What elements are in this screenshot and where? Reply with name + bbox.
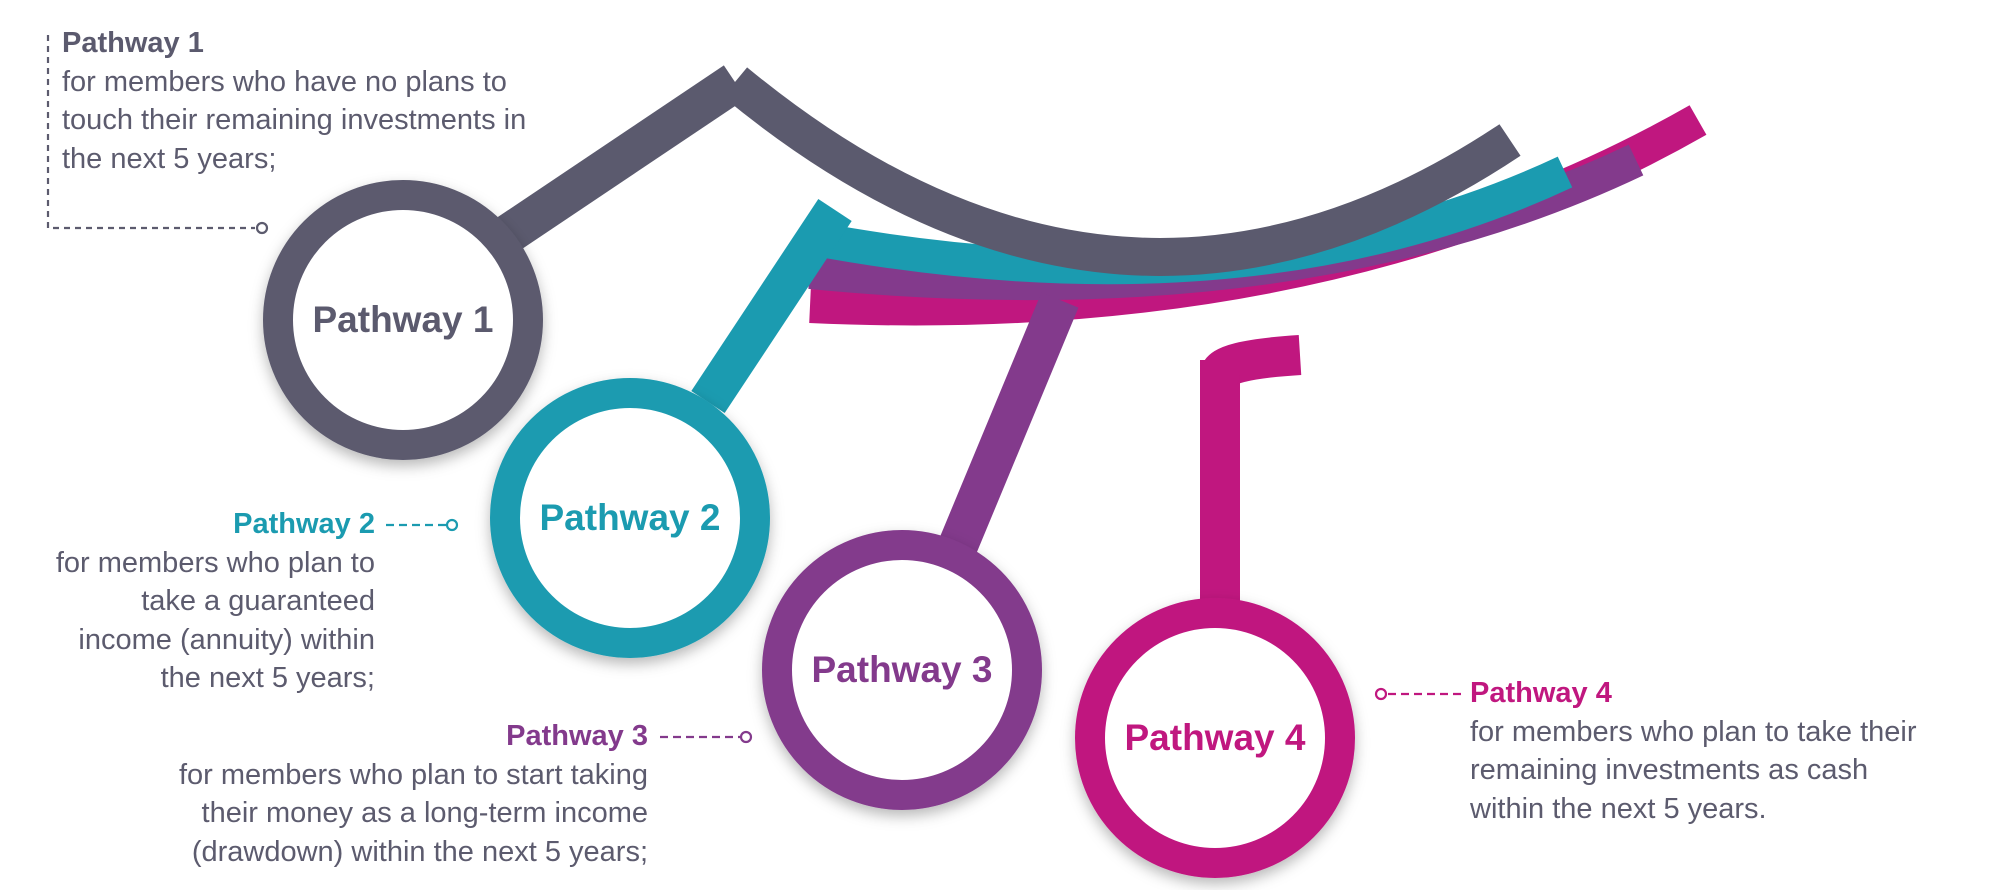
description-pathway-3-body: for members who plan to start taking the…	[178, 758, 648, 868]
circle-pathway-2-label: Pathway 2	[540, 497, 721, 538]
circle-pathway-3: Pathway 3	[762, 530, 1042, 810]
description-pathway-3-title: Pathway 3	[506, 720, 648, 752]
leader-pathway-2	[386, 518, 459, 532]
description-pathway-4-title: Pathway 4	[1470, 677, 1612, 709]
circle-pathway-4-label: Pathway 4	[1125, 717, 1306, 758]
circle-pathway-2: Pathway 2	[490, 378, 770, 658]
description-pathway-2: Pathway 2 for members who plan to take a…	[20, 505, 375, 698]
description-pathway-2-body: for members who plan to take a guarantee…	[55, 546, 375, 695]
description-pathway-4-body: for members who plan to take their remai…	[1470, 715, 1917, 825]
connector-pathway-1	[483, 65, 747, 260]
circle-pathway-1-label: Pathway 1	[313, 299, 494, 340]
description-pathway-1-title: Pathway 1	[62, 27, 204, 59]
description-pathway-4: Pathway 4 for members who plan to take t…	[1470, 674, 1970, 828]
description-pathway-1: Pathway 1 for members who have no plans …	[62, 24, 582, 178]
description-pathway-2-title: Pathway 2	[233, 508, 375, 540]
leader-pathway-4	[1374, 687, 1462, 701]
circle-pathway-4: Pathway 4	[1075, 598, 1355, 878]
leader-pathway-3	[660, 730, 753, 744]
circle-pathway-1: Pathway 1	[263, 180, 543, 460]
description-pathway-3: Pathway 3 for members who plan to start …	[130, 717, 648, 871]
ribbon-pathway-1	[722, 67, 1521, 276]
description-pathway-1-body: for members who have no plans to touch t…	[62, 65, 527, 175]
circle-pathway-3-label: Pathway 3	[812, 649, 993, 690]
connector-pathway-4-curve	[1200, 335, 1302, 387]
leader-pathway-1	[46, 35, 269, 235]
connector-pathway-3	[933, 292, 1079, 568]
connector-pathway-2	[691, 198, 852, 414]
